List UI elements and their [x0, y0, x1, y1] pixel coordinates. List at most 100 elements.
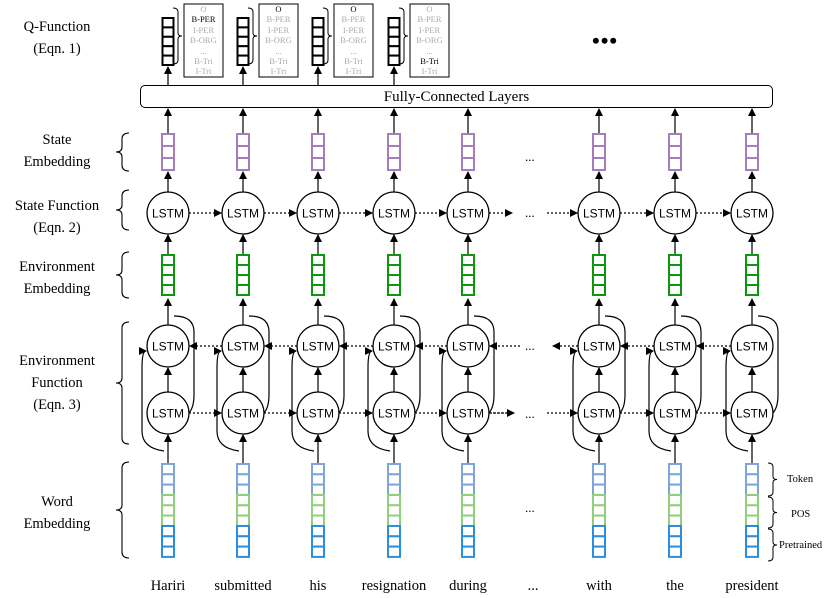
col3-token-embedding: [387, 463, 401, 496]
col3-word-skip-curve: [364, 347, 391, 452]
col2-env-backward-lstm: LSTM: [296, 324, 340, 368]
col6-environment-embedding: [668, 254, 682, 296]
environment-function-line2: Function: [31, 375, 83, 391]
col0-env-forward-lstm-circle: [146, 391, 190, 435]
q1-tag-5: B-Tri: [269, 56, 288, 66]
col2-pretrained-embedding: [311, 525, 325, 558]
col3-pretrained-embedding-cell: [387, 535, 401, 548]
col7-env-forward-lstm-text: LSTM: [736, 407, 768, 421]
q3-q-vector-cell: [387, 35, 401, 48]
col3-env-forward-lstm: LSTM: [372, 391, 416, 435]
col3-env-backward-lstm-text: LSTM: [378, 340, 410, 354]
q0-q-vector-cell: [161, 26, 175, 38]
q2-tag-5: B-Tri: [344, 56, 363, 66]
q2-q-vector-cell: [311, 54, 325, 66]
q2-tag-3: B-ORG: [340, 35, 367, 46]
environment-embedding-brace: [115, 251, 130, 299]
fully-connected-layers: Fully-Connected Layers: [140, 85, 773, 108]
word-the: the: [666, 578, 684, 594]
word-his: his: [309, 578, 327, 594]
q1-tag-table: [258, 3, 299, 78]
col1-pos-embedding-cell: [236, 504, 250, 517]
col6-env-backward-lstm: LSTM: [653, 324, 697, 368]
col2-state-embedding-cell: [311, 145, 325, 159]
col6-env-forward-lstm-text: LSTM: [659, 407, 691, 421]
q-function-eqn: (Eqn. 1): [33, 41, 81, 57]
q0-q-vector-cell: [161, 35, 175, 48]
word-with: with: [586, 578, 612, 594]
col5-forward-skip-curve: [604, 315, 626, 414]
col3-env-forward-lstm-text: LSTM: [378, 407, 410, 421]
pos-label: POS: [791, 509, 811, 520]
col6-env-backward-lstm-circle: [653, 324, 697, 368]
col1-environment-embedding: [236, 254, 250, 296]
col1-pretrained-embedding-cell: [236, 525, 250, 538]
col3-pretrained-embedding: [387, 525, 401, 558]
q3-tag-3: B-ORG: [416, 35, 443, 46]
col5-env-forward-lstm-circle: [577, 391, 621, 435]
col4-state-embedding: [461, 133, 475, 171]
col0-environment-embedding-cell: [161, 264, 175, 276]
col2-word-skip-curve: [288, 347, 315, 452]
col7-token-embedding-cell: [745, 463, 759, 476]
col5-environment-embedding-cell: [592, 274, 606, 286]
q-function-title: Q-Function: [23, 19, 91, 35]
q-function-label: Q-Function (Eqn. 1): [2, 16, 112, 60]
q2-tag-0: O: [350, 4, 357, 14]
col7-env-backward-lstm-circle: [730, 324, 774, 368]
col0-pos-embedding-cell: [161, 494, 175, 507]
col6-env-forward-lstm-circle: [653, 391, 697, 435]
col1-pos-embedding-cell: [236, 494, 250, 507]
col6-pos-embedding-cell: [668, 504, 682, 517]
col0-state-lstm-text: LSTM: [152, 207, 184, 221]
col5-pos-embedding-cell: [592, 494, 606, 507]
col4-env-forward-lstm-text: LSTM: [452, 407, 484, 421]
col0-pretrained-embedding-cell: [161, 545, 175, 558]
col4-env-backward-lstm-text: LSTM: [452, 340, 484, 354]
col5-env-forward-lstm-text: LSTM: [583, 407, 615, 421]
col7-pos-embedding: [745, 494, 759, 527]
col3-state-lstm-text: LSTM: [378, 207, 410, 221]
word-president: president: [725, 578, 779, 594]
col6-pretrained-embedding-cell: [668, 525, 682, 538]
col7-state-embedding-cell: [745, 157, 759, 171]
col0-env-forward-lstm: LSTM: [146, 391, 190, 435]
q1-q-vector-cell: [236, 54, 250, 66]
col3-environment-embedding-cell: [387, 284, 401, 296]
word-embedding-ellipsis: ...: [525, 500, 535, 515]
col4-forward-skip-curve: [473, 315, 495, 414]
environment-function-label: Environment Function (Eqn. 3): [2, 350, 112, 416]
q0-tag-table: [183, 3, 224, 78]
col1-pretrained-embedding-cell: [236, 535, 250, 548]
col2-env-backward-lstm-text: LSTM: [302, 340, 334, 354]
col5-state-embedding-cell: [592, 157, 606, 171]
q3-tag-6: I-Tri: [421, 66, 438, 77]
col7-token-embedding-cell: [745, 483, 759, 496]
col0-state-embedding: [161, 133, 175, 171]
col7-env-backward-lstm-text: LSTM: [736, 340, 768, 354]
col5-pos-embedding-cell: [592, 504, 606, 517]
pos-brace: [767, 496, 778, 529]
col6-pos-embedding-cell: [668, 494, 682, 507]
q0-q-vector: [161, 17, 175, 66]
col2-pretrained-embedding-cell: [311, 525, 325, 538]
q2-tag-table: [333, 3, 374, 78]
col7-environment-embedding-cell: [745, 264, 759, 276]
q2-q-vector: [311, 17, 325, 66]
col0-state-lstm-circle: [146, 191, 190, 235]
col6-token-embedding-cell: [668, 463, 682, 476]
q2-q-vector-cell: [311, 35, 325, 48]
col6-word-skip-curve: [645, 347, 672, 452]
env-forward-ellipsis: ...: [525, 406, 535, 421]
col5-token-embedding-cell: [592, 483, 606, 496]
col7-pretrained-embedding: [745, 525, 759, 558]
col3-token-embedding-cell: [387, 463, 401, 476]
col0-pretrained-embedding: [161, 525, 175, 558]
col3-pretrained-embedding-cell: [387, 545, 401, 558]
col3-environment-embedding-cell: [387, 264, 401, 276]
col7-pos-embedding-cell: [745, 514, 759, 527]
q0-q-vector-cell: [161, 54, 175, 66]
col6-state-lstm: LSTM: [653, 191, 697, 235]
col7-state-embedding: [745, 133, 759, 171]
